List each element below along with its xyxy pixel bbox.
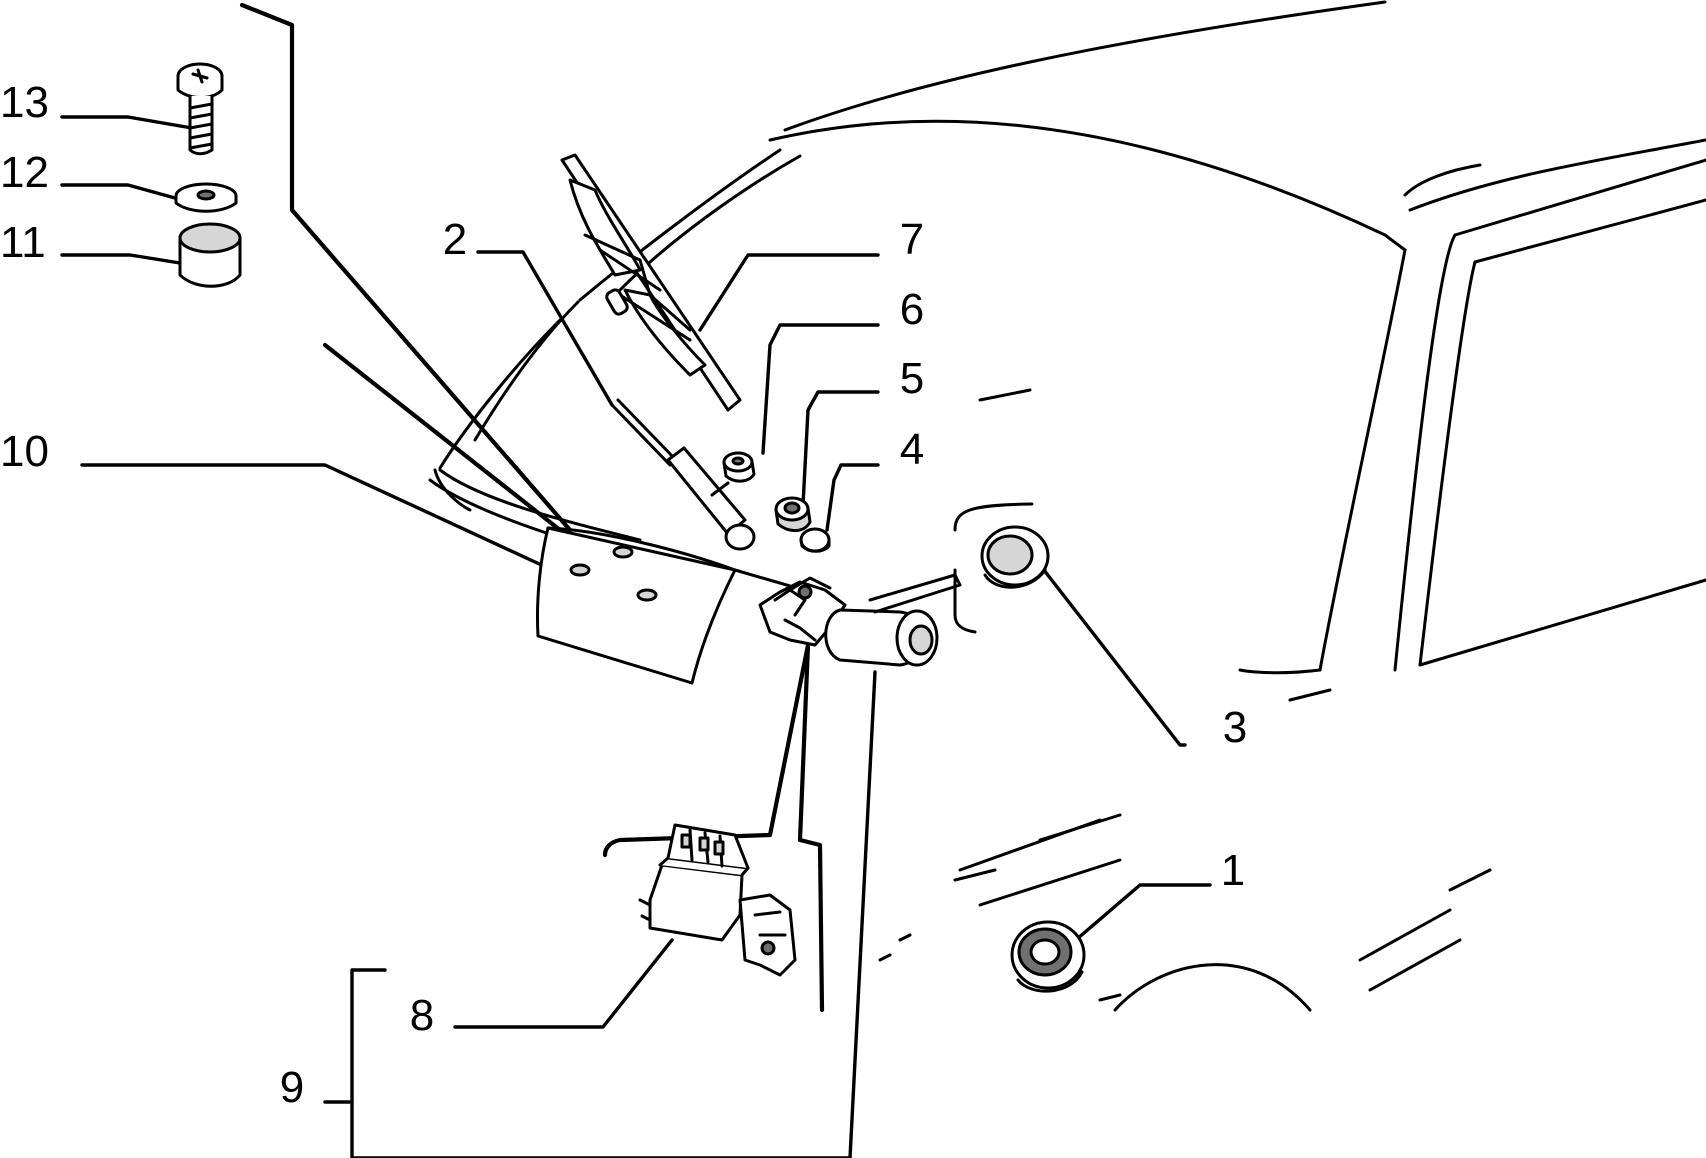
assembly-bracket-lines: [239, 2, 825, 1013]
callout-12: 12: [0, 148, 49, 197]
callout-labels: 13 12 11 10 2 7 6 5 4 3 1 8 9: [0, 78, 1247, 1112]
relay-icon: [638, 823, 797, 977]
callout-13: 13: [0, 78, 49, 127]
callout-5: 5: [900, 354, 924, 403]
leader-lines: [60, 115, 1212, 1158]
screw-icon: [176, 62, 224, 156]
cover-icon: [535, 526, 792, 685]
washer-icon: [174, 182, 238, 213]
callout-3: 3: [1223, 703, 1247, 752]
callout-7: 7: [900, 215, 924, 264]
callout-8: 8: [410, 991, 434, 1040]
callout-9: 9: [280, 1063, 304, 1112]
motor-icon: [758, 502, 1034, 667]
callout-10: 10: [0, 427, 49, 476]
car-body-outline: [428, 0, 1706, 1012]
callout-11: 11: [0, 218, 46, 267]
nut-icon: [774, 496, 812, 532]
grommet-icon: [980, 525, 1050, 589]
grommet-icon: [1010, 920, 1086, 993]
wiper-blade-icon: [560, 153, 742, 412]
callout-6: 6: [900, 285, 924, 334]
wiper-arm-icon: [610, 398, 756, 551]
washer-icon: [799, 527, 831, 553]
spacer-icon: [178, 222, 242, 288]
cap-icon: [722, 451, 756, 483]
callout-2: 2: [443, 215, 467, 264]
callout-1: 1: [1221, 846, 1245, 895]
callout-4: 4: [900, 425, 924, 474]
